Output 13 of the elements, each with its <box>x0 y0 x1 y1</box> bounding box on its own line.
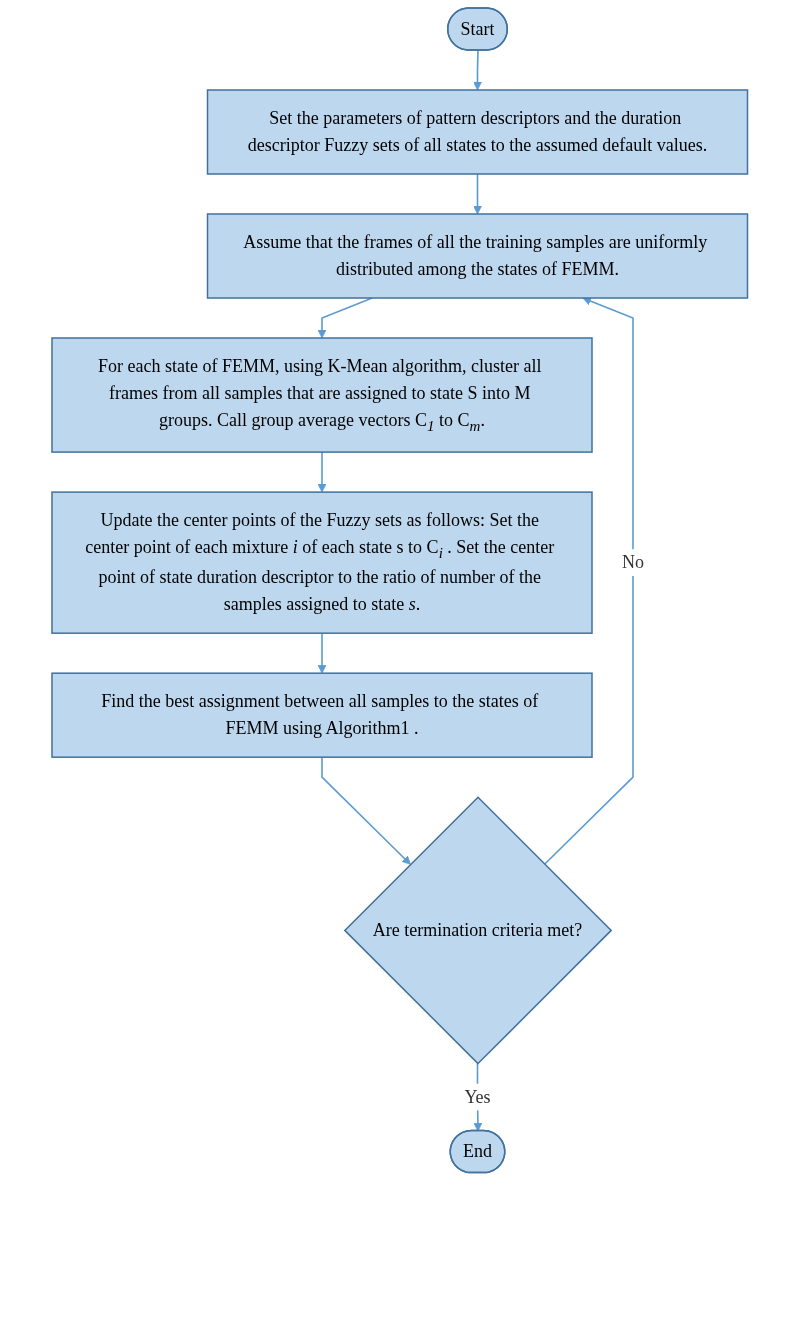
arrow <box>321 756 412 865</box>
edge-label: Yes <box>464 1086 491 1107</box>
node-box: For each state of FEMM, using K-Mean algorithm, cluster all frames from all samples that are assigned to state S into M groups. Call group average vectors C$_{1}$ to C$_{m}$. <box>51 337 593 453</box>
node-box: Set the parameters of pattern descriptors and the duration descriptor Fuzzy sets of all states to the assumed default values. <box>207 89 749 175</box>
node-diamond: Are termination criteria met? <box>344 796 613 1065</box>
node-box: Find the best assignment between all samples to the states of FEMM using Algorithm1 . <box>51 672 593 758</box>
arrow <box>317 632 327 674</box>
arrow <box>317 451 327 493</box>
arrow <box>473 49 483 91</box>
edge-label: No <box>622 552 645 573</box>
node-box: Update the center points of the Fuzzy sets as follows: Set the center point of each mixture i of each state s to C$_{i}$ . Set the center point of state duration descriptor to the ratio of number of the samples assigned to state s. <box>51 491 593 634</box>
arrow <box>473 173 483 215</box>
node-box: Assume that the frames of all the training samples are uniformly distributed among the states of FEMM. <box>207 213 749 299</box>
